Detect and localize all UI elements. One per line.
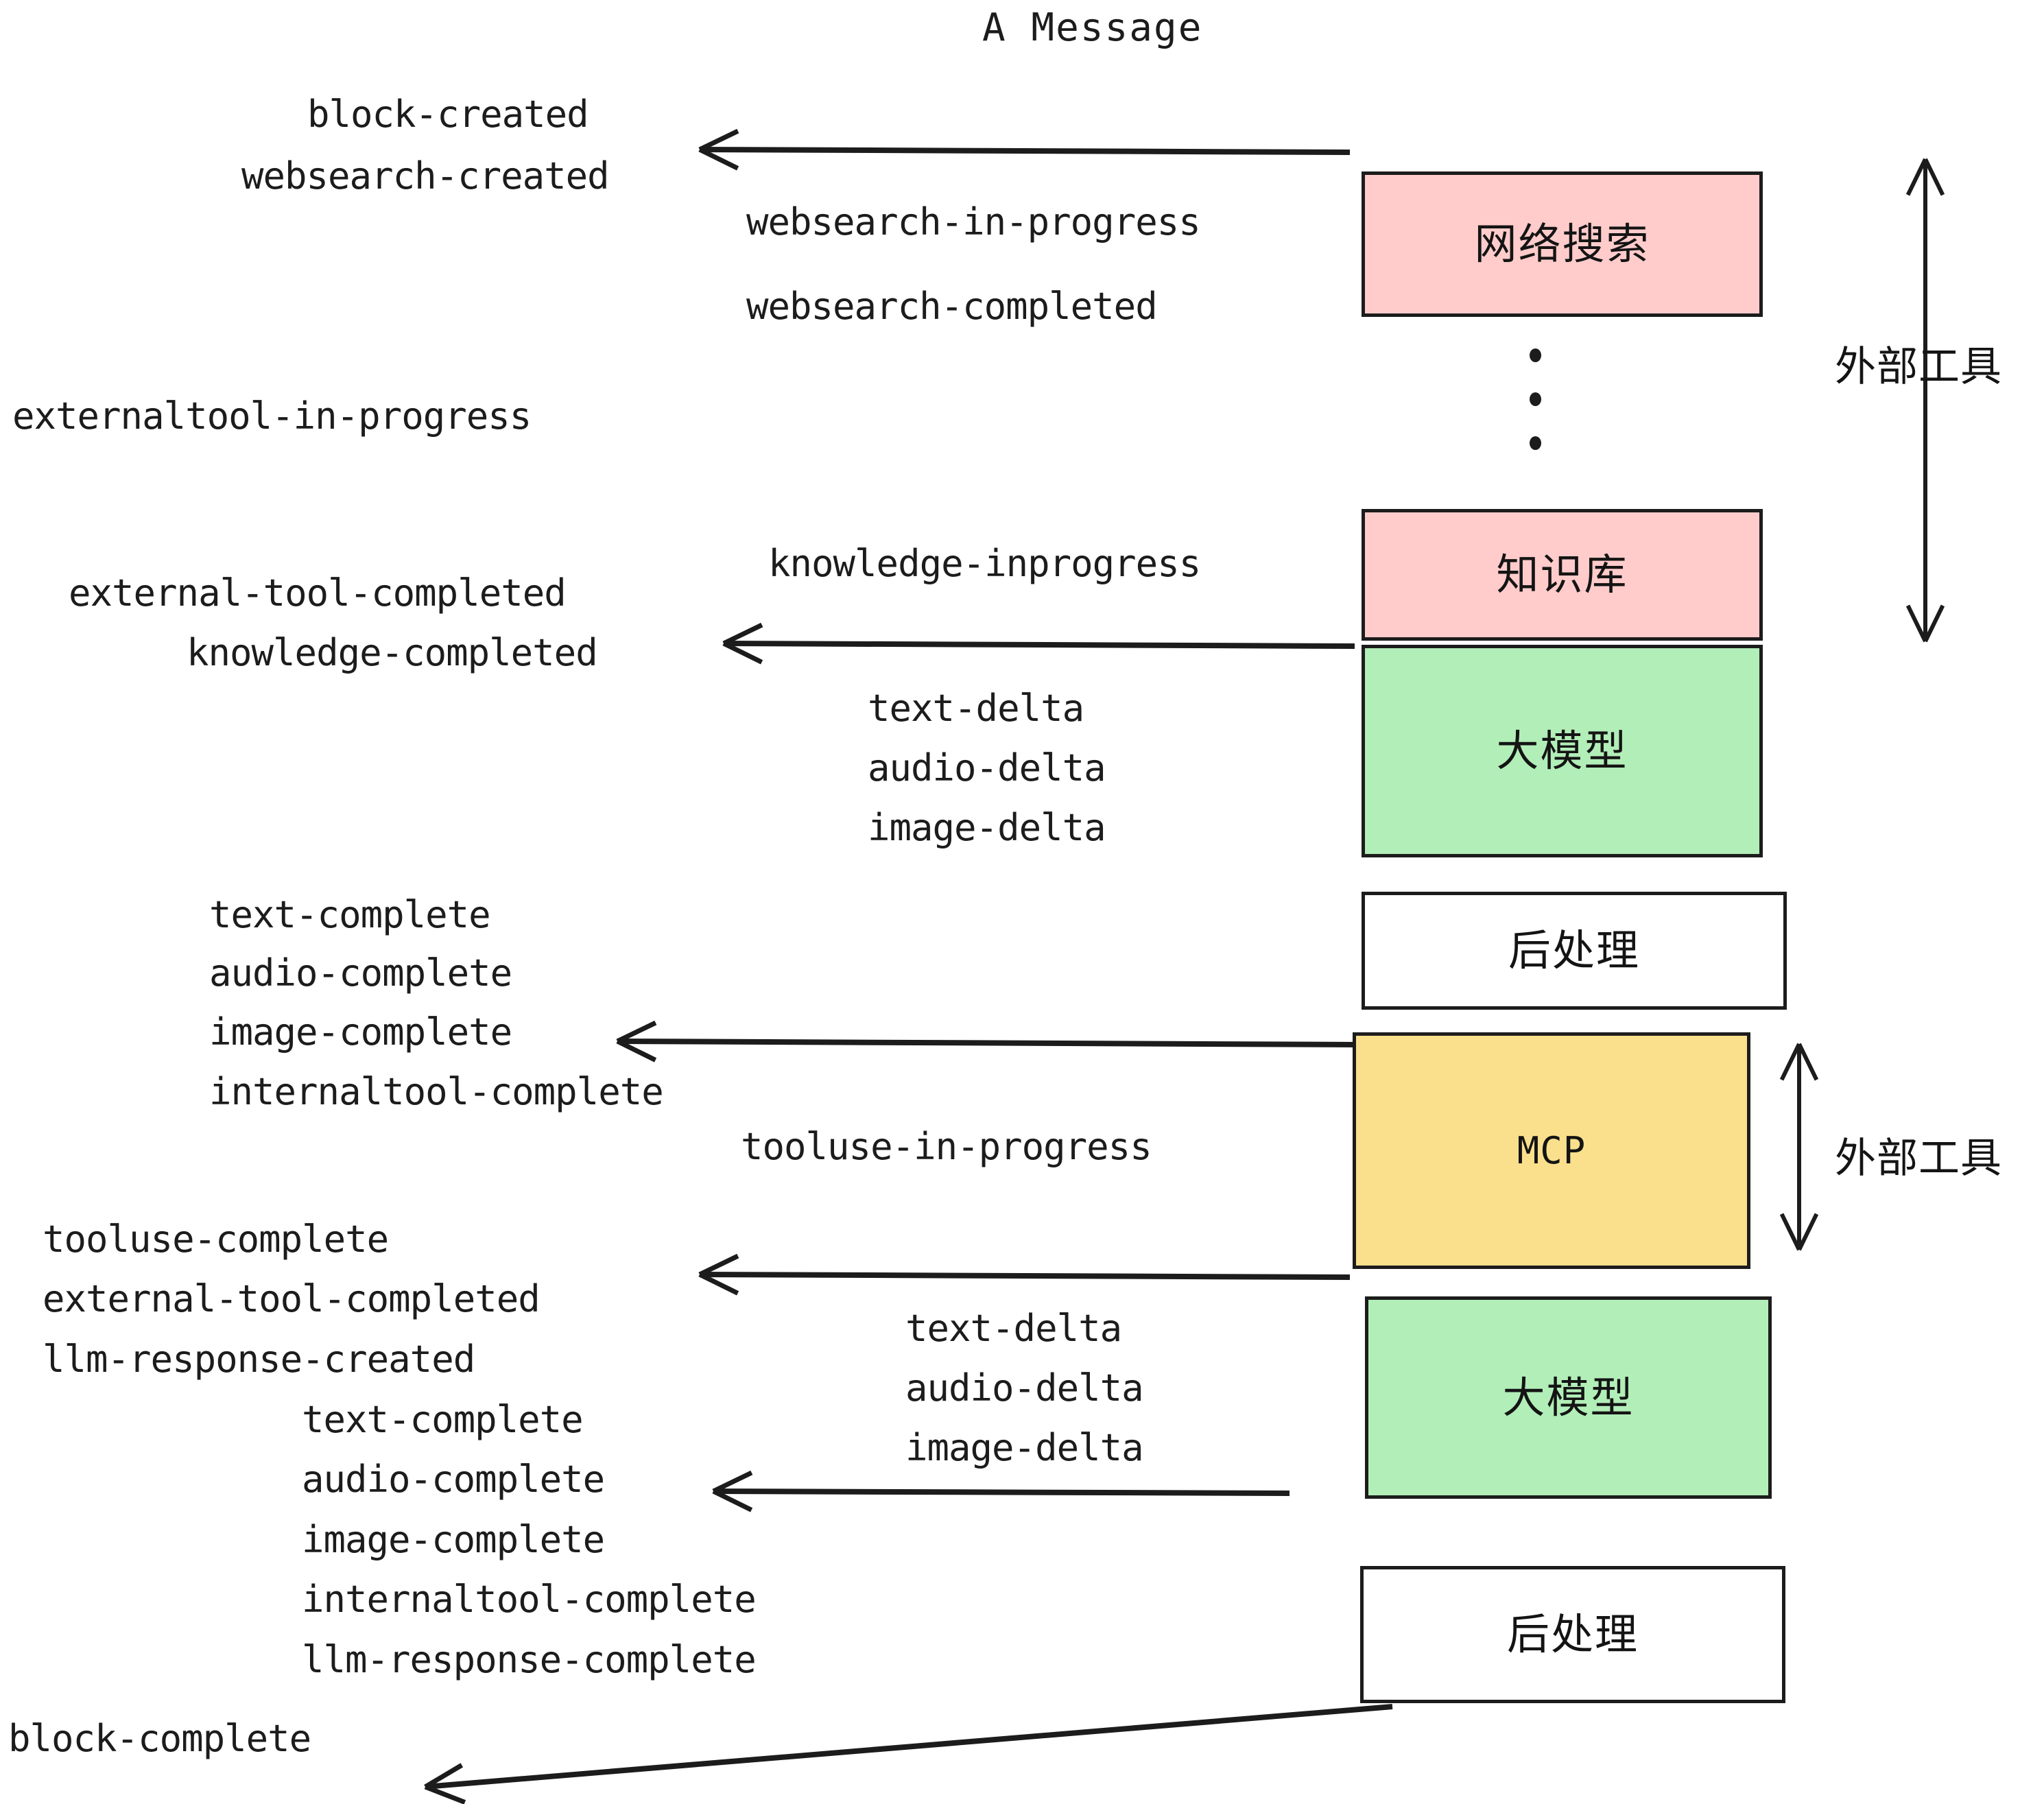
event-label: websearch-created <box>241 154 610 198</box>
event-label: knowledge-completed <box>187 631 598 674</box>
event-label: audio-delta <box>905 1366 1144 1410</box>
event-label: websearch-in-progress <box>746 200 1201 244</box>
event-label: tooluse-complete <box>43 1218 389 1261</box>
event-label: text-complete <box>302 1398 584 1441</box>
page-title: A Message <box>982 5 1203 50</box>
arrow-knowledge-to-completed <box>722 622 1355 665</box>
event-label: block-created <box>307 93 589 136</box>
event-label: image-complete <box>302 1518 605 1561</box>
arrow-websearch-to-block-created <box>698 128 1351 171</box>
node-box-label: MCP <box>1517 1128 1587 1172</box>
llm-box-2: 大模型 <box>1365 1296 1772 1499</box>
event-label: audio-complete <box>302 1458 605 1501</box>
event-label: knowledge-inprogress <box>768 542 1201 585</box>
event-label: image-delta <box>868 806 1106 849</box>
event-label: internaltool-complete <box>302 1578 757 1621</box>
event-label: text-delta <box>868 687 1084 730</box>
arrow-llm2-to-audio-complete <box>712 1470 1290 1512</box>
node-box-label: 后处理 <box>1508 925 1640 975</box>
event-label: image-delta <box>905 1426 1144 1469</box>
node-box-label: 大模型 <box>1502 1372 1635 1423</box>
event-label: externaltool-in-progress <box>12 394 532 438</box>
event-label: internaltool-complete <box>209 1070 664 1113</box>
event-label: external-tool-completed <box>69 571 567 615</box>
arrow-postprocess2-to-block-complete <box>424 1704 1393 1804</box>
llm-box-1: 大模型 <box>1362 645 1763 857</box>
arrow-external-tool-range-2 <box>1779 1043 1819 1251</box>
node-box-label: 后处理 <box>1506 1609 1639 1659</box>
event-label: audio-delta <box>868 746 1106 790</box>
arrow-mcp-to-tooluse-complete <box>698 1253 1351 1296</box>
arrow-postprocess-to-image-complete <box>616 1020 1359 1063</box>
external-tool-range-label: 外部工具 <box>1835 1135 2002 1183</box>
event-label: text-delta <box>905 1307 1122 1350</box>
event-label: websearch-completed <box>746 285 1158 328</box>
vertical-ellipsis-icon <box>1530 348 1541 450</box>
postprocess-box-2: 后处理 <box>1360 1566 1785 1703</box>
event-label: llm-response-complete <box>302 1638 757 1681</box>
node-box-label: 知识库 <box>1496 549 1628 600</box>
node-box-label: 大模型 <box>1496 726 1628 776</box>
event-label: llm-response-created <box>43 1338 475 1381</box>
event-label: tooluse-in-progress <box>741 1125 1152 1168</box>
websearch-box: 网络搜索 <box>1362 171 1763 317</box>
event-label: block-complete <box>8 1717 311 1760</box>
mcp-box: MCP <box>1353 1032 1750 1269</box>
event-label: external-tool-completed <box>43 1277 540 1320</box>
event-label: text-complete <box>209 893 491 936</box>
external-tool-range-label: 外部工具 <box>1835 343 2002 391</box>
node-box-label: 网络搜索 <box>1474 219 1650 269</box>
arrow-external-tool-range-1 <box>1905 158 1945 643</box>
event-label: image-complete <box>209 1010 512 1054</box>
postprocess-box-1: 后处理 <box>1362 892 1787 1010</box>
event-label: audio-complete <box>209 951 512 995</box>
knowledge-box: 知识库 <box>1362 509 1763 641</box>
